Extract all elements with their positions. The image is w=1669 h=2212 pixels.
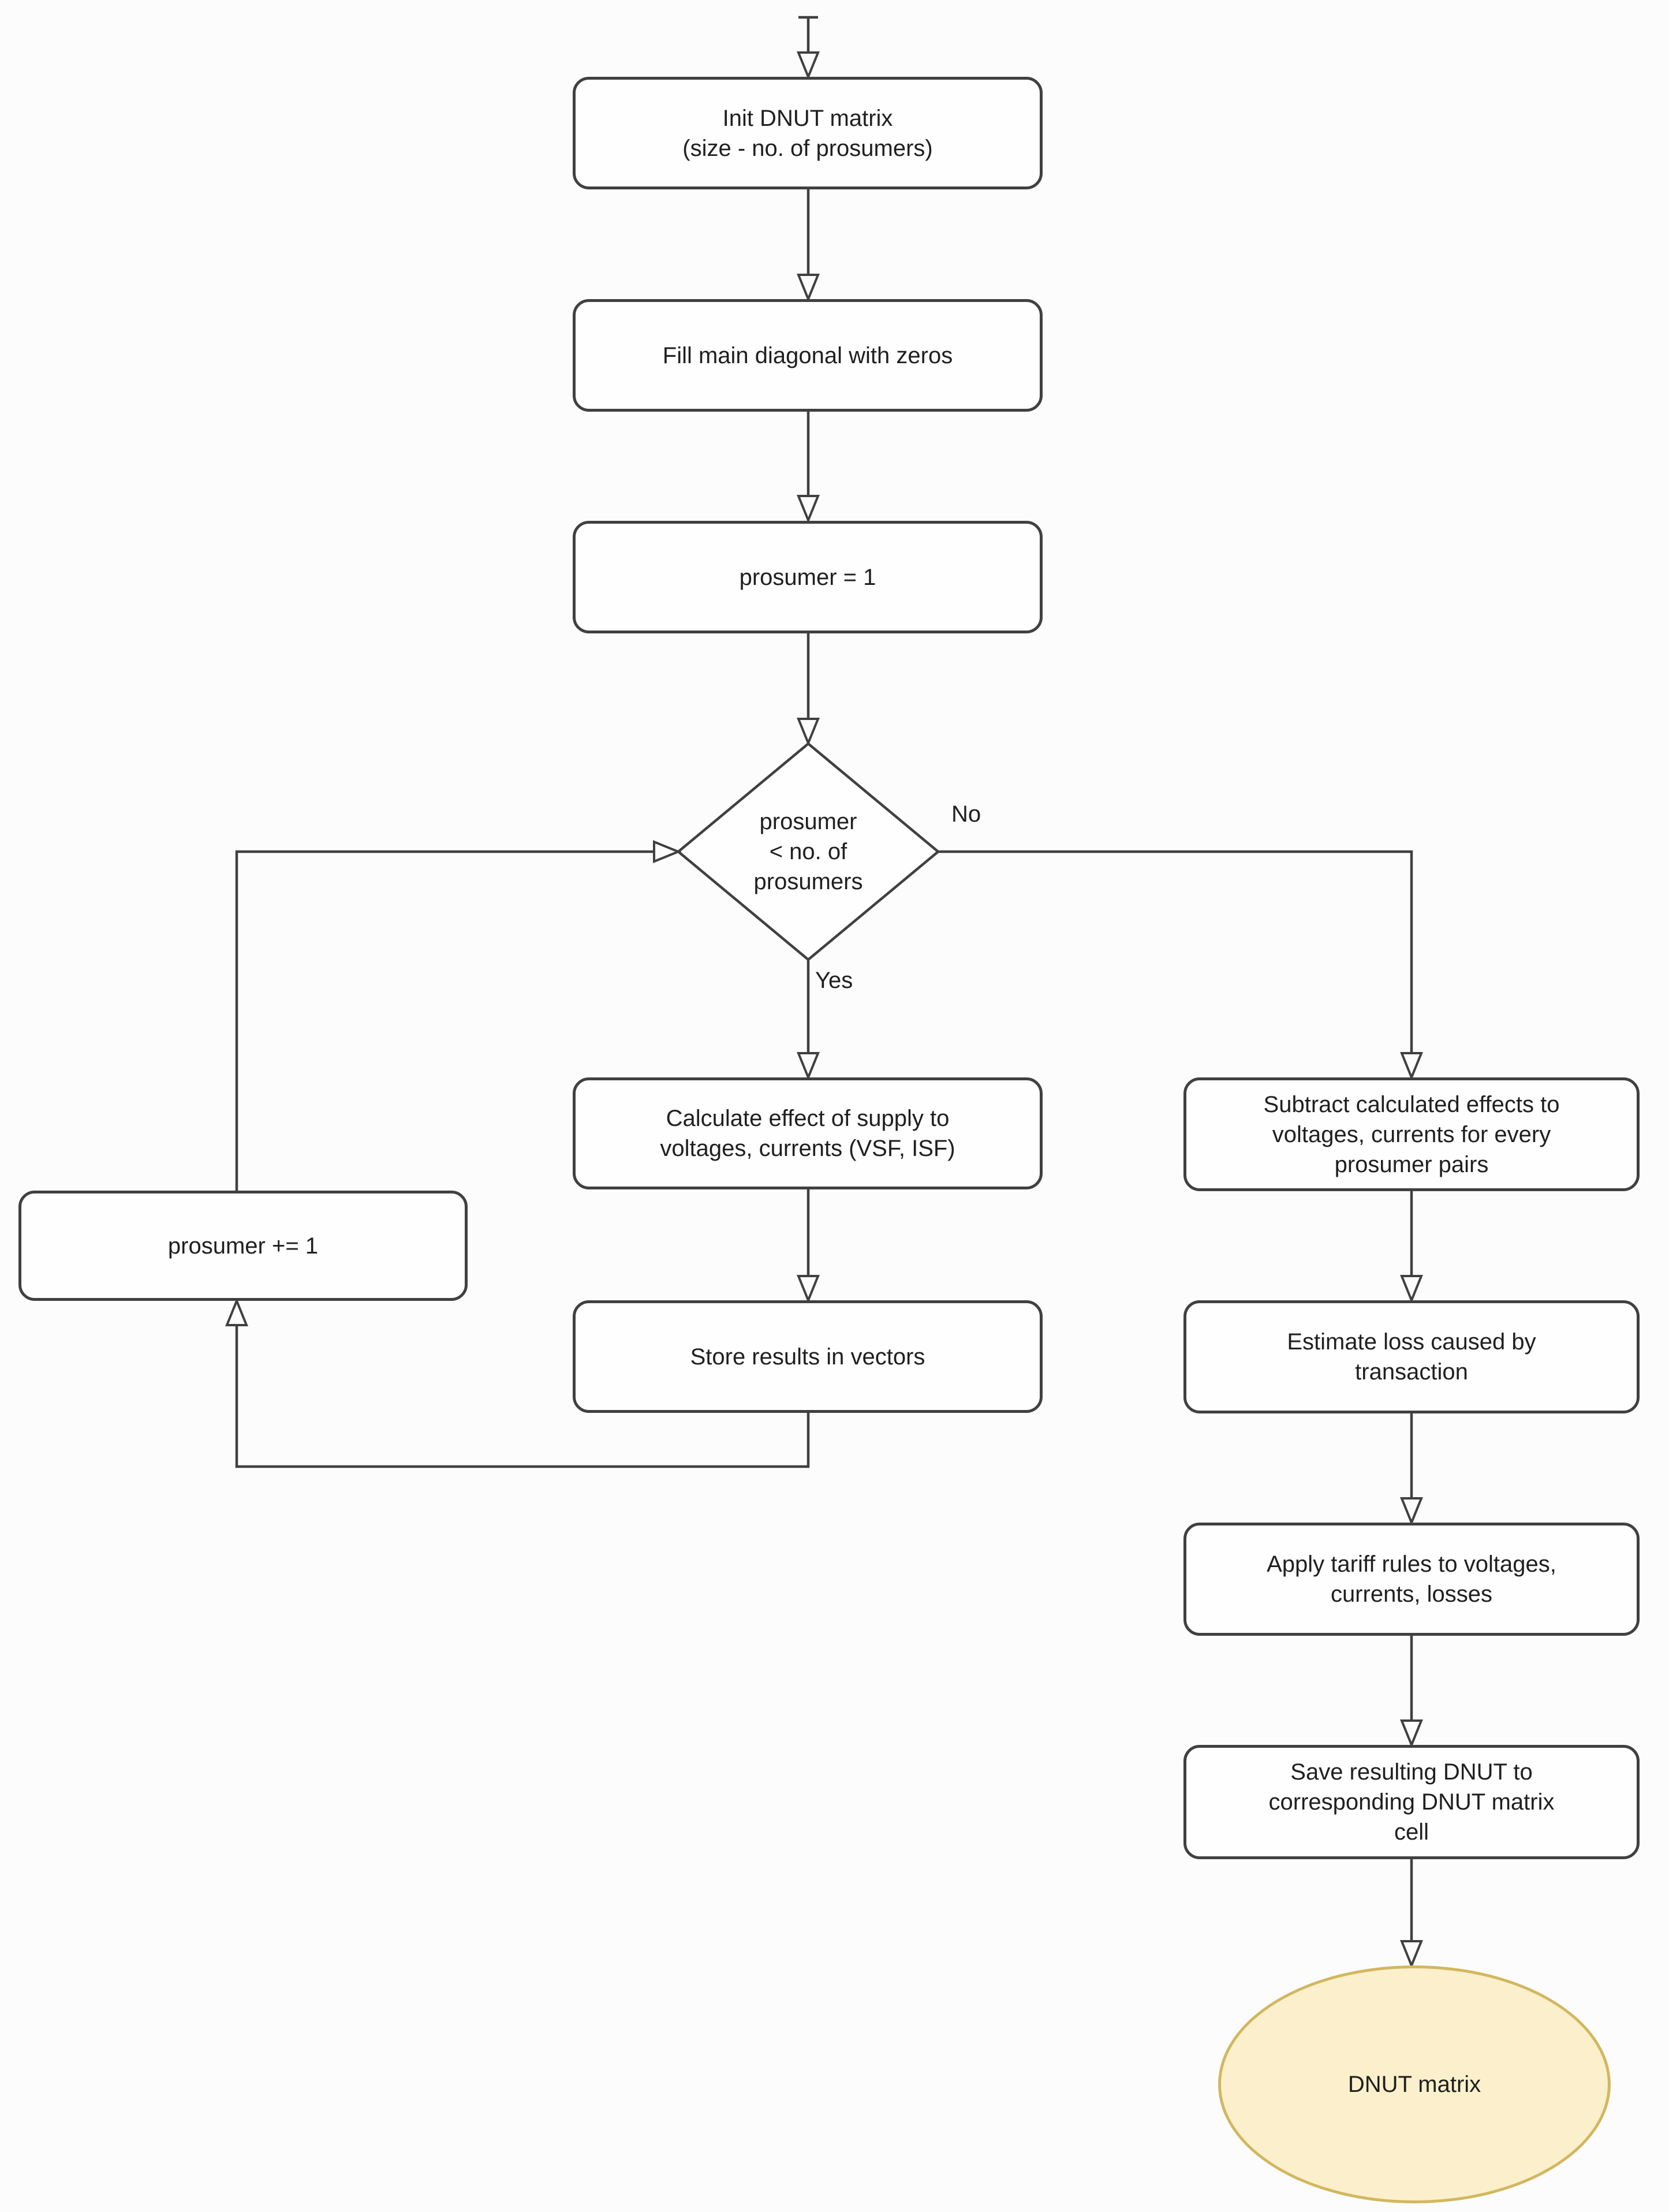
- node-estimate: Estimate loss caused by transaction: [1183, 1300, 1640, 1413]
- node-apply-tariff: Apply tariff rules to voltages, currents…: [1183, 1523, 1640, 1636]
- edge-label-no: No: [951, 801, 981, 827]
- node-init: Init DNUT matrix (size - no. of prosumer…: [573, 77, 1043, 189]
- decision-label: prosumer < no. of prosumers: [753, 809, 863, 894]
- node-set-prosumer: prosumer = 1: [573, 521, 1043, 633]
- edge-entry: [797, 16, 820, 80]
- edge-label-yes: Yes: [815, 968, 853, 993]
- edge-increment-to-decision: [235, 840, 682, 1191]
- edge-fill-to-setprosumer: [797, 412, 820, 524]
- edge-decision-no: [938, 850, 1423, 1081]
- edge-subtract-to-estimate: [1400, 1191, 1423, 1304]
- node-calculate: Calculate effect of supply to voltages, …: [573, 1077, 1043, 1189]
- node-store: Store results in vectors: [573, 1300, 1043, 1413]
- edge-setprosumer-to-decision: [797, 633, 820, 747]
- node-output-terminal: DNUT matrix: [1218, 1965, 1611, 2203]
- edge-store-loopback: [225, 1297, 810, 1468]
- node-fill-diagonal: Fill main diagonal with zeros: [573, 299, 1043, 412]
- edge-init-to-fill: [797, 189, 820, 303]
- edge-save-to-output: [1400, 1859, 1423, 1969]
- edge-apply-to-save: [1400, 1636, 1423, 1748]
- edge-estimate-to-apply: [1400, 1413, 1423, 1526]
- edge-decision-yes: [797, 960, 820, 1081]
- edge-calculate-to-store: [797, 1189, 820, 1304]
- node-save: Save resulting DNUT to corresponding DNU…: [1183, 1745, 1640, 1859]
- node-increment: prosumer += 1: [18, 1191, 468, 1301]
- node-subtract: Subtract calculated effects to voltages,…: [1183, 1077, 1640, 1191]
